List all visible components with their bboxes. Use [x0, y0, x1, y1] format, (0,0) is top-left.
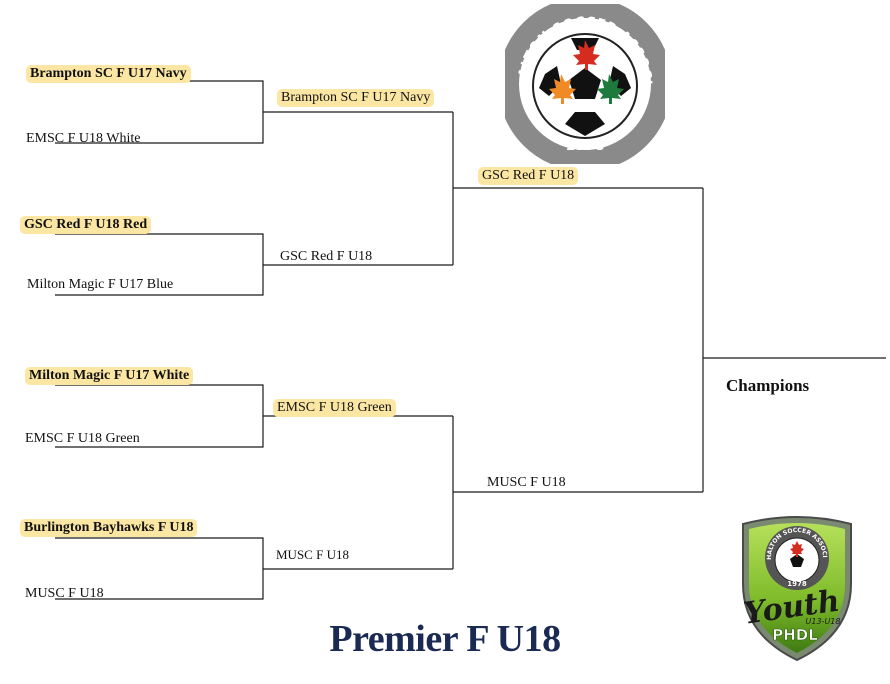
team-r1-7: Burlington Bayhawks F U18: [20, 519, 198, 537]
team-r2-3: EMSC F U18 Green: [273, 399, 396, 417]
shield-year: 1978: [787, 580, 807, 588]
team-r2-2: GSC Red F U18: [280, 249, 373, 264]
shield-maple-icon: [790, 541, 804, 557]
team-r2-4: MUSC F U18: [276, 547, 349, 562]
team-r1-2: EMSC F U18 White: [26, 131, 141, 146]
team-r1-3: GSC Red F U18 Red: [20, 216, 152, 234]
team-r2-1: Brampton SC F U17 Navy: [277, 89, 435, 107]
team-r1-5: Milton Magic F U17 White: [25, 367, 194, 385]
team-r1-4: Milton Magic F U17 Blue: [27, 277, 174, 292]
maple-green-icon: [597, 74, 624, 104]
shield-sub: U13-U18: [806, 617, 841, 626]
shield-league: PHDL: [772, 626, 818, 644]
logo-year: 1978: [566, 138, 605, 154]
team-r1-8: MUSC F U18: [25, 586, 104, 601]
team-r1-1: Brampton SC F U17 Navy: [26, 65, 191, 83]
team-r1-6: EMSC F U18 Green: [25, 431, 140, 446]
maple-orange-icon: [549, 74, 576, 104]
champions-label: Champions: [726, 376, 810, 395]
page-title: Premier F U18: [329, 618, 561, 660]
youth-phdl-logo: PEEL HALTON SOCCER ASSOCIATION 1978 Yout…: [735, 514, 852, 662]
team-r3-2: MUSC F U18: [487, 475, 566, 490]
maple-red-icon: [573, 40, 600, 70]
team-r3-1: GSC Red F U18: [478, 167, 579, 185]
peel-halton-logo: PEEL HALTON SOCCER ASSOCIATION 1978: [505, 4, 665, 164]
